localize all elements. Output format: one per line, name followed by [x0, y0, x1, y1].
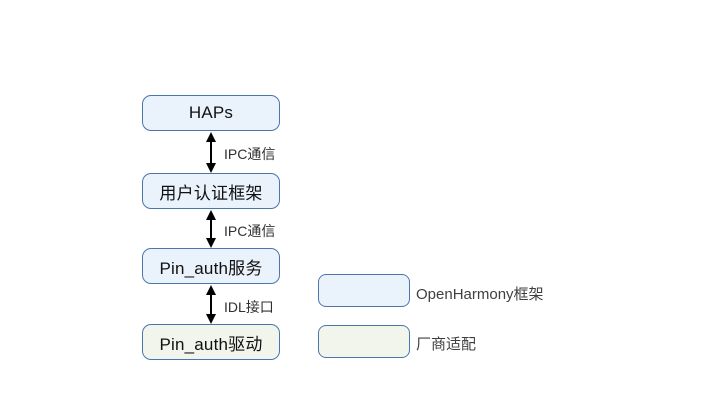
- node-haps-label: HAPs: [188, 103, 234, 122]
- node-pin-auth-driver: Pin_auth驱动: [142, 324, 280, 360]
- node-haps: HAPs: [142, 95, 280, 131]
- node-pin-auth-service-label: Pin_auth服务: [159, 258, 263, 278]
- legend-label-framework: OpenHarmony框架: [416, 286, 544, 303]
- node-user-auth-framework-label: 用户认证框架: [159, 183, 263, 203]
- connector-label-idl: IDL接口: [224, 299, 274, 315]
- legend-swatch-vendor: [318, 325, 410, 358]
- double-arrow-icon: [204, 210, 218, 248]
- legend-label-vendor: 厂商适配: [416, 336, 477, 353]
- double-arrow-icon: [204, 132, 218, 173]
- connector-label-ipc-2: IPC通信: [224, 223, 276, 239]
- node-pin-auth-service: Pin_auth服务: [142, 248, 280, 284]
- double-arrow-icon: [204, 285, 218, 324]
- node-pin-auth-driver-label: Pin_auth驱动: [159, 334, 263, 354]
- connector-label-ipc-1: IPC通信: [224, 146, 276, 162]
- node-user-auth-framework: 用户认证框架: [142, 173, 280, 209]
- legend-swatch-framework: [318, 274, 410, 307]
